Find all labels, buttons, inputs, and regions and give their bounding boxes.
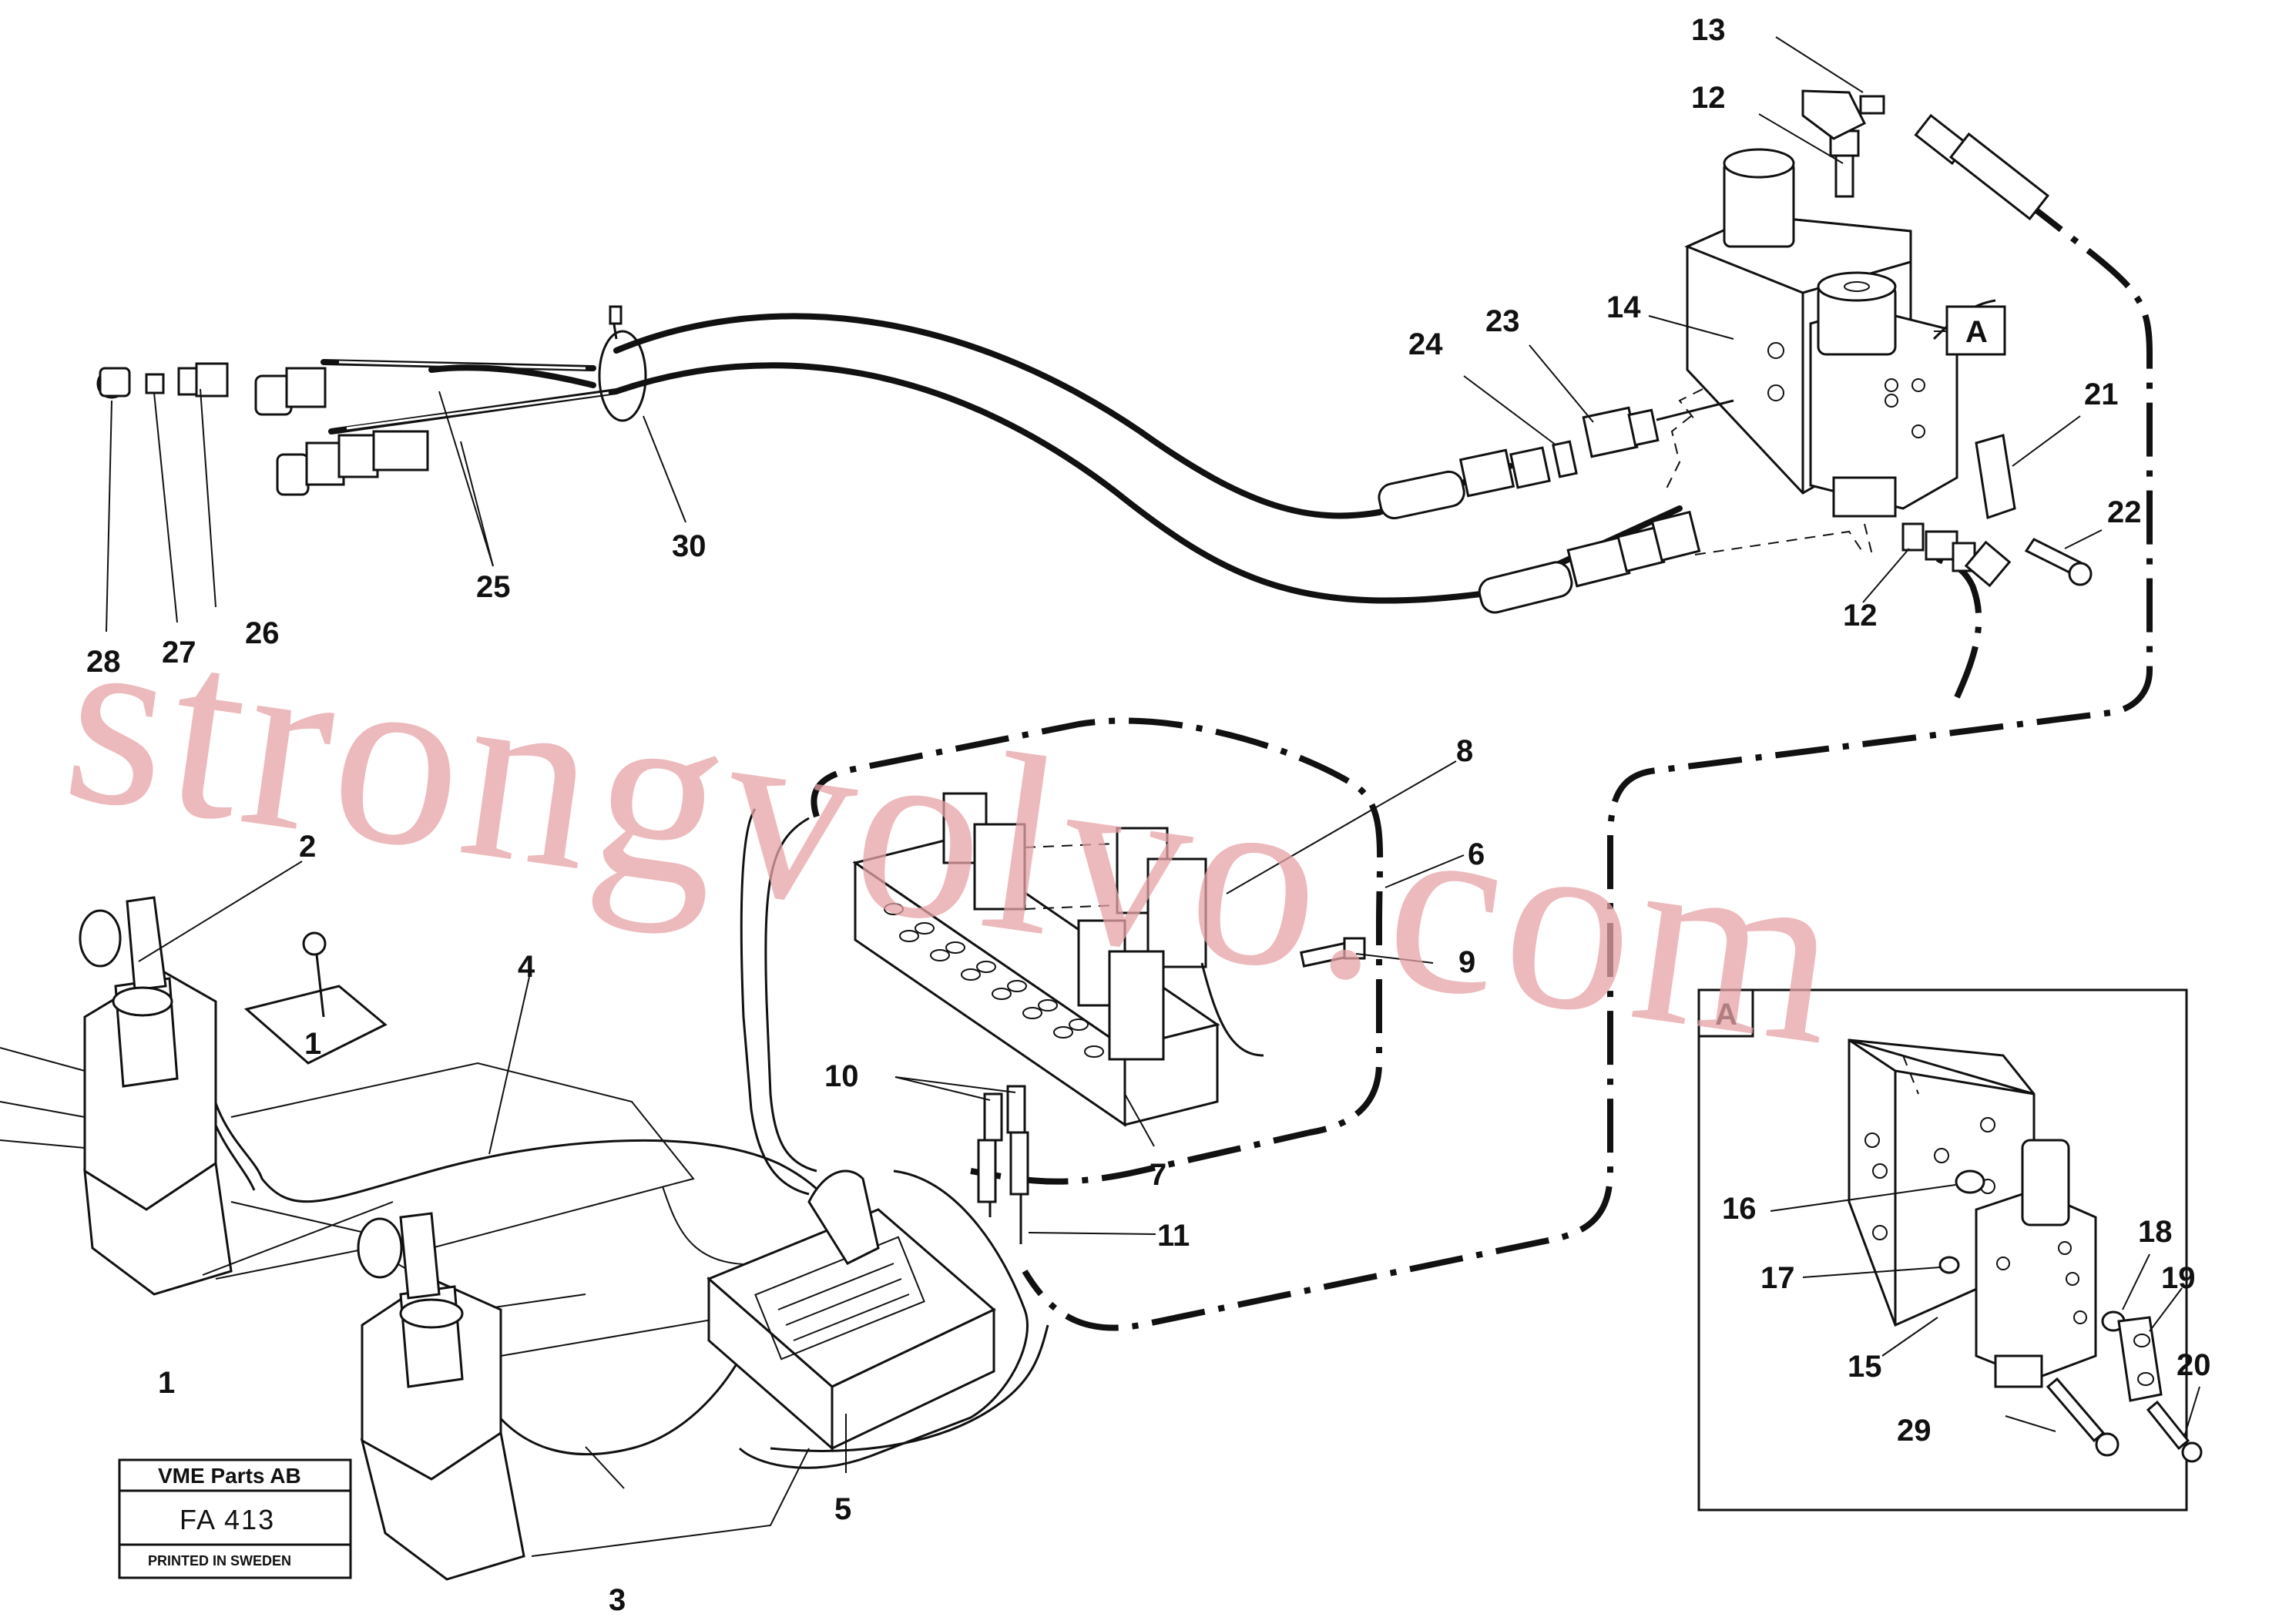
callout-22: 22 (2107, 495, 2142, 529)
callout-27: 27 (162, 636, 196, 669)
callout-3: 3 (609, 1583, 626, 1617)
callout-29: 29 (1897, 1414, 1932, 1448)
valve-assembly-14 (1684, 89, 2093, 588)
callout-5: 5 (834, 1492, 851, 1526)
callout-15: 15 (1848, 1350, 1882, 1384)
plate-code: FA 413 (180, 1504, 275, 1535)
callout-12-lower: 12 (1843, 599, 1878, 632)
callout-6: 6 (1468, 837, 1485, 871)
left-fittings (96, 305, 647, 496)
plate-footer: PRINTED IN SWEDEN (148, 1553, 291, 1569)
callout-4: 4 (518, 950, 535, 984)
detail-a-label-main: A (1965, 315, 1988, 349)
detail-a-panel (1697, 988, 2203, 1512)
callout-8: 8 (1456, 734, 1473, 768)
callout-7: 7 (1150, 1158, 1166, 1192)
fittings-23-24 (1378, 388, 1734, 614)
callout-18: 18 (2138, 1215, 2173, 1249)
detail-a-label-panel: A (1715, 998, 1737, 1032)
callout-10: 10 (824, 1059, 859, 1093)
callout-16: 16 (1722, 1192, 1757, 1226)
left-joystick-console (0, 896, 771, 1311)
solenoid-block-7 (852, 792, 1366, 1244)
callout-14: 14 (1606, 290, 1641, 324)
callout-2: 2 (299, 830, 316, 864)
hose-lines (199, 139, 2153, 1469)
callout-1a: 1 (158, 1366, 175, 1400)
right-joystick-console (357, 1212, 817, 1581)
callout-26: 26 (245, 616, 280, 650)
callouts: 1 1 2 3 4 5 6 7 8 9 10 11 12 12 13 14 15… (86, 13, 2211, 1617)
callout-19: 19 (2161, 1261, 2196, 1295)
title-plate: VME Parts AB FA 413 PRINTED IN SWEDEN (118, 1458, 352, 1579)
callout-21: 21 (2084, 377, 2119, 411)
callout-28: 28 (86, 645, 121, 679)
callout-20: 20 (2177, 1348, 2211, 1382)
detail-a-labels: A A (1715, 305, 2006, 1032)
callout-25: 25 (476, 570, 511, 604)
callout-30: 30 (672, 529, 707, 563)
callout-23: 23 (1485, 304, 1520, 338)
callout-13: 13 (1691, 13, 1726, 47)
callout-12-upper: 12 (1691, 81, 1726, 115)
control-box-5 (707, 1169, 996, 1451)
callout-1b: 1 (304, 1027, 321, 1061)
callout-11: 11 (1157, 1219, 1190, 1253)
callout-17: 17 (1760, 1261, 1795, 1295)
callout-24: 24 (1408, 327, 1443, 361)
leader-lines (106, 36, 2200, 1489)
plate-title: VME Parts AB (158, 1464, 301, 1488)
callout-9: 9 (1458, 945, 1475, 979)
